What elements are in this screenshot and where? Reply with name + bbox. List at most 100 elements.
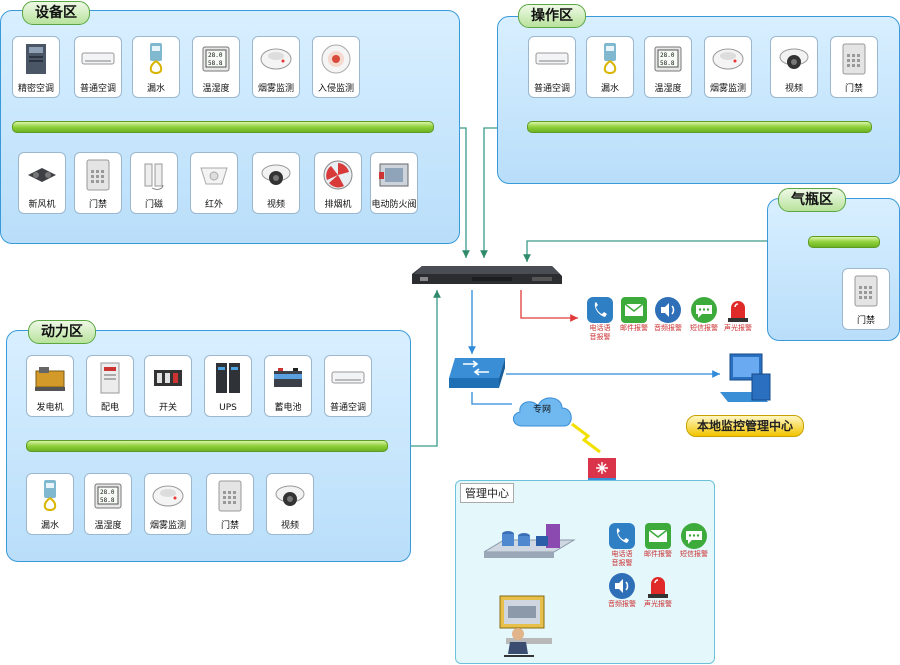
power-device-smoke[interactable]: 烟雾监测 (144, 473, 192, 535)
fire-damper-icon (379, 163, 409, 187)
mgmt-alarm-light[interactable]: 声光报警 (636, 572, 680, 622)
monitoring-server-icon[interactable] (412, 258, 562, 292)
device-intrusion[interactable]: 入侵监测 (312, 36, 360, 98)
alarm-audio[interactable]: 音频报警 (646, 296, 690, 346)
power-device-video[interactable]: 视频 (266, 473, 314, 535)
computer-icon[interactable] (716, 352, 772, 412)
power-device-leak[interactable]: 漏水 (26, 473, 74, 535)
mgmt-alarm-mail[interactable]: 邮件报警 (636, 522, 680, 572)
infrared-sensor-icon (200, 167, 228, 185)
zone-operation-title: 操作区 (518, 4, 586, 28)
device-normal-ac[interactable]: 普通空调 (74, 36, 122, 98)
device-infrared[interactable]: 红外 (190, 152, 238, 214)
op-device-leak[interactable]: 漏水 (586, 36, 634, 98)
bus-operation (527, 121, 872, 133)
dome-camera-icon (261, 164, 291, 185)
device-door-sensor[interactable]: 门磁 (130, 152, 178, 214)
water-leak-sensor-icon (603, 43, 617, 75)
device-smoke[interactable]: 烟雾监测 (252, 36, 300, 98)
power-device-access-control[interactable]: 门禁 (206, 473, 254, 535)
svg-text:58.8: 58.8 (100, 497, 115, 504)
alarm-light[interactable]: 声光报警 (716, 296, 760, 346)
device-precision-ac[interactable]: 精密空调 (12, 36, 60, 98)
speaker-icon (609, 573, 635, 599)
device-access-control[interactable]: 门禁 (74, 152, 122, 214)
smoke-detector-icon (152, 485, 184, 507)
chat-bubble-icon (681, 523, 707, 549)
svg-text:28.0: 28.0 (208, 52, 223, 59)
svg-text:28.0: 28.0 (660, 52, 675, 59)
link-switch-cloud (471, 392, 512, 405)
power-device-generator[interactable]: 发电机 (26, 355, 74, 417)
zone-equipment-title: 设备区 (22, 1, 90, 25)
op-device-video[interactable]: 视频 (770, 36, 818, 98)
svg-text:58.8: 58.8 (208, 60, 223, 67)
keypad-icon (854, 275, 878, 307)
network-switch-icon[interactable] (447, 354, 507, 392)
speaker-icon (655, 297, 681, 323)
op-device-access-control[interactable]: 门禁 (830, 36, 878, 98)
power-device-normal-ac[interactable]: 普通空调 (324, 355, 372, 417)
operator-workstation-icon[interactable] (496, 594, 558, 662)
op-device-smoke[interactable]: 烟雾监测 (704, 36, 752, 98)
thermometer-display-icon: 28.058.8 (654, 46, 682, 72)
fresh-air-unit-icon (28, 168, 56, 182)
phone-icon (609, 523, 635, 549)
power-device-battery[interactable]: 蓄电池 (264, 355, 312, 417)
thermometer-display-icon: 28.058.8 (94, 483, 122, 509)
phone-icon (587, 297, 613, 323)
water-leak-sensor-icon (43, 480, 57, 512)
private-network-label: 专网 (533, 405, 552, 415)
mgmt-alarm-audio[interactable]: 音频报警 (600, 572, 644, 622)
breaker-switch-icon (154, 370, 182, 386)
generator-icon (35, 367, 65, 391)
svg-text:58.8: 58.8 (660, 60, 675, 67)
warning-beacon-icon (648, 577, 668, 598)
lightning-link (571, 422, 601, 454)
power-device-ups[interactable]: UPS (204, 355, 252, 417)
power-device-distribution[interactable]: 配电 (86, 355, 134, 417)
power-device-switch[interactable]: 开关 (144, 355, 192, 417)
zone-management-title: 管理中心 (460, 483, 514, 503)
device-leak[interactable]: 漏水 (132, 36, 180, 98)
mgmt-alarm-sms[interactable]: 短信报警 (672, 522, 716, 572)
bus-equipment (12, 121, 434, 133)
bus-power (26, 440, 388, 452)
cloud-icon (513, 397, 572, 427)
battery-icon (274, 368, 302, 387)
device-fresh-air[interactable]: 新风机 (18, 152, 66, 214)
alarm-mail[interactable]: 邮件报警 (612, 296, 656, 346)
link-server-alarms (520, 290, 578, 322)
keypad-icon (86, 159, 110, 191)
device-video[interactable]: 视频 (252, 152, 300, 214)
door-magnet-icon (144, 163, 164, 190)
op-device-normal-ac[interactable]: 普通空调 (528, 36, 576, 98)
mgmt-alarm-phone[interactable]: 电话语 音报警 (600, 522, 644, 572)
dome-camera-icon (275, 485, 305, 506)
alarm-sms[interactable]: 短信报警 (682, 296, 726, 346)
device-exhaust-fan[interactable]: 排烟机 (314, 152, 362, 214)
cyl-device-access-control[interactable]: 门禁 (842, 268, 890, 330)
thermometer-display-icon: 28.058.8 (202, 46, 230, 72)
mail-icon (621, 297, 647, 323)
ups-icon (216, 363, 240, 393)
server-group-icon[interactable] (484, 522, 576, 566)
air-conditioner-icon (535, 52, 569, 65)
device-fire-damper[interactable]: 电动防火阀 (370, 152, 418, 214)
distribution-cabinet-icon (100, 362, 120, 394)
mail-icon (645, 523, 671, 549)
water-leak-sensor-icon (149, 43, 163, 75)
link-cylinder-server (523, 240, 808, 262)
local-monitoring-center-label: 本地监控管理中心 (686, 415, 805, 437)
bus-cylinder (808, 236, 880, 248)
dome-camera-icon (779, 48, 809, 69)
smoke-detector-icon (712, 48, 744, 70)
zone-management (455, 480, 715, 664)
keypad-icon (842, 43, 866, 75)
intrusion-sensor-icon (321, 44, 351, 74)
keypad-icon (218, 480, 242, 512)
alarm-phone[interactable]: 电话语 音报警 (578, 296, 622, 346)
